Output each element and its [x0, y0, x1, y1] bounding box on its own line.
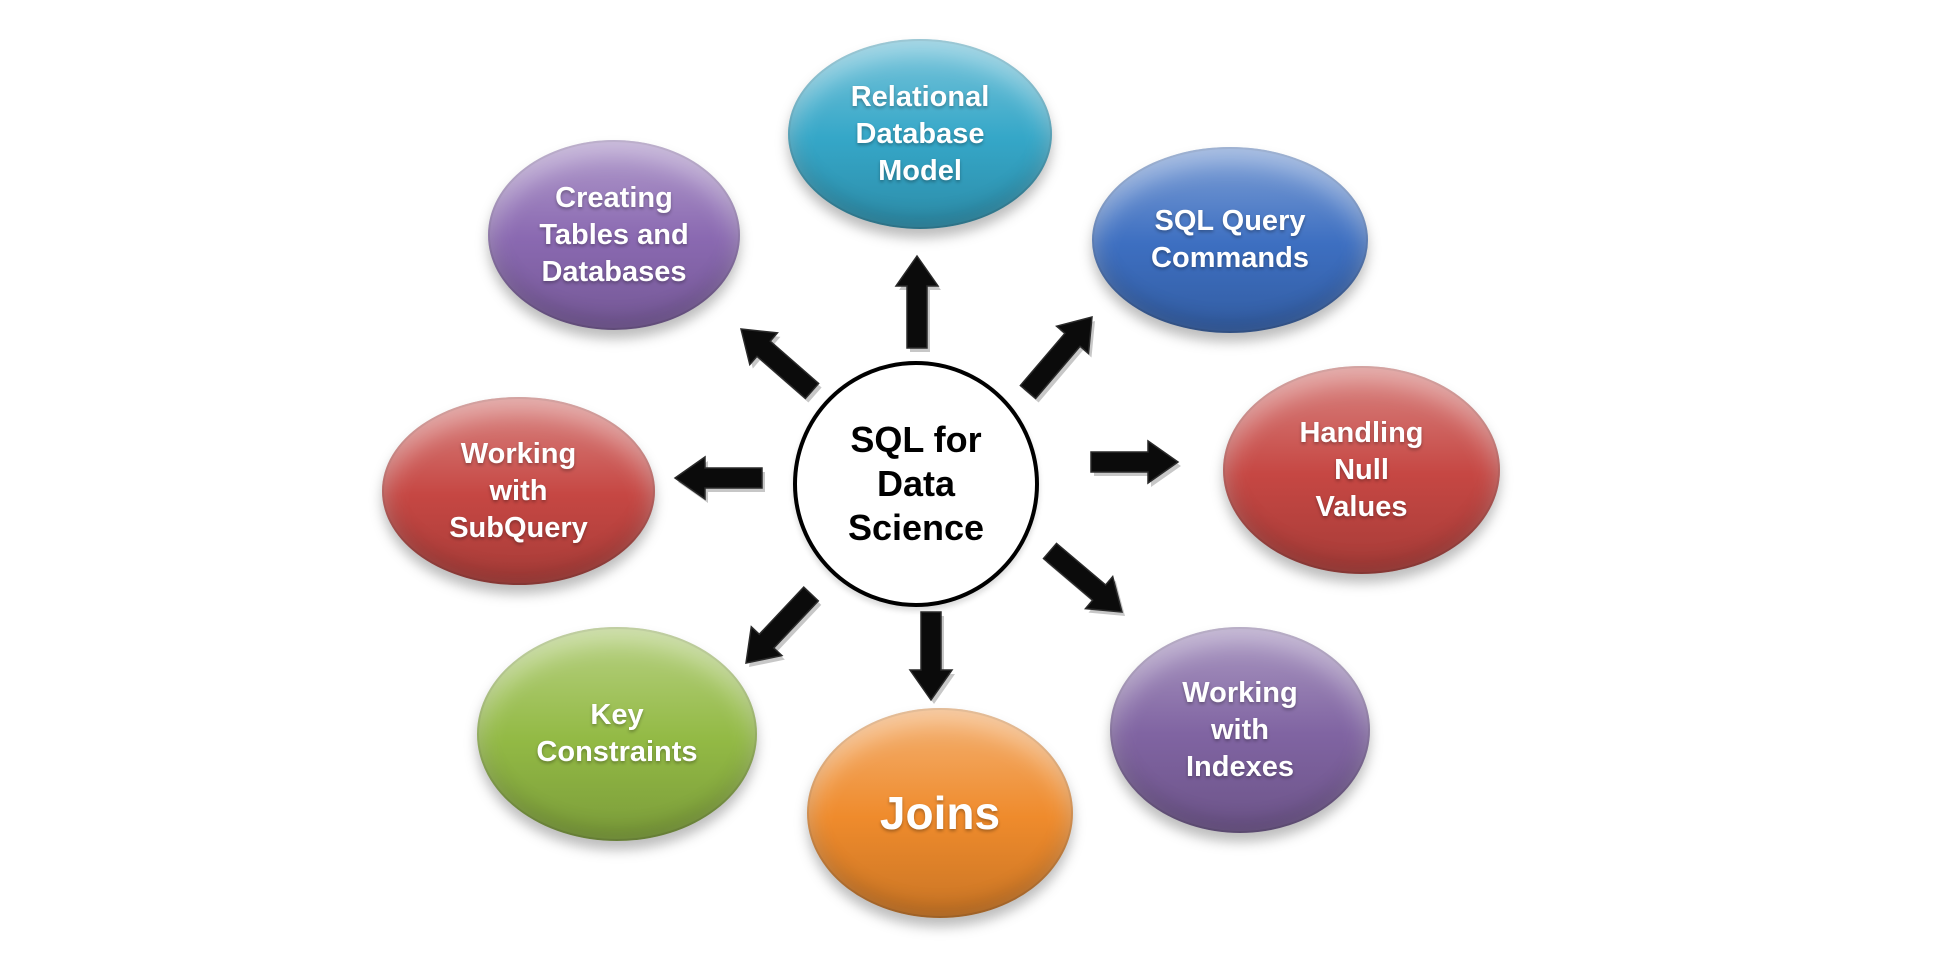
arrow-down-left	[745, 586, 820, 664]
node-label-line: Commands	[1151, 242, 1309, 274]
arrow-up	[894, 254, 940, 349]
node-label-line: Indexes	[1186, 750, 1294, 783]
node-creating-tables-and-databases: Creating Tables and Databases	[488, 140, 740, 330]
center-label-line: SQL for	[850, 419, 982, 460]
node-label-line: Key	[590, 699, 644, 731]
arrow-up-right	[1019, 316, 1093, 400]
node-label-line: Databases	[541, 255, 687, 288]
node-label-line: SubQuery	[449, 511, 588, 544]
node-sql-query-commands: SQL Query Commands	[1092, 147, 1368, 333]
node-label-line: Null	[1334, 453, 1389, 486]
node-label-line: Working	[460, 437, 577, 470]
node-label-line: Working	[1182, 676, 1298, 709]
node-working-with-subquery: Working with SubQuery	[382, 397, 655, 585]
arrow-down	[908, 611, 954, 702]
node-label-line: with	[1211, 713, 1269, 746]
arrow-right	[1090, 439, 1180, 485]
center-node-sql-for-data-science: SQL for Data Science	[793, 361, 1039, 607]
node-handling-null-values: Handling Null Values	[1223, 366, 1500, 574]
arrow-left	[673, 455, 763, 501]
node-label-line: Handling	[1299, 416, 1424, 449]
arrow-down-right	[1042, 542, 1123, 613]
center-label-line: Science	[847, 507, 985, 548]
center-label-line: Data	[876, 463, 956, 504]
node-relational-database-model: Relational Database Model	[788, 39, 1052, 229]
node-label-line: Database	[855, 117, 985, 150]
node-label-line: Model	[878, 154, 962, 187]
arrow-up-left	[740, 328, 820, 400]
node-key-constraints: Key Constraints	[477, 627, 757, 841]
node-joins: Joins	[807, 708, 1073, 918]
node-label-line: Constraints	[536, 736, 698, 768]
node-label-line: Tables and	[539, 218, 689, 251]
node-label-line: Creating	[555, 181, 673, 214]
node-label-line: Values	[1315, 490, 1408, 523]
node-label-line: Relational	[850, 80, 990, 113]
node-working-with-indexes: Working with Indexes	[1110, 627, 1370, 833]
node-label-line: with	[489, 474, 548, 507]
node-label-line: Joins	[879, 787, 1001, 839]
node-label-line: SQL Query	[1154, 205, 1306, 237]
